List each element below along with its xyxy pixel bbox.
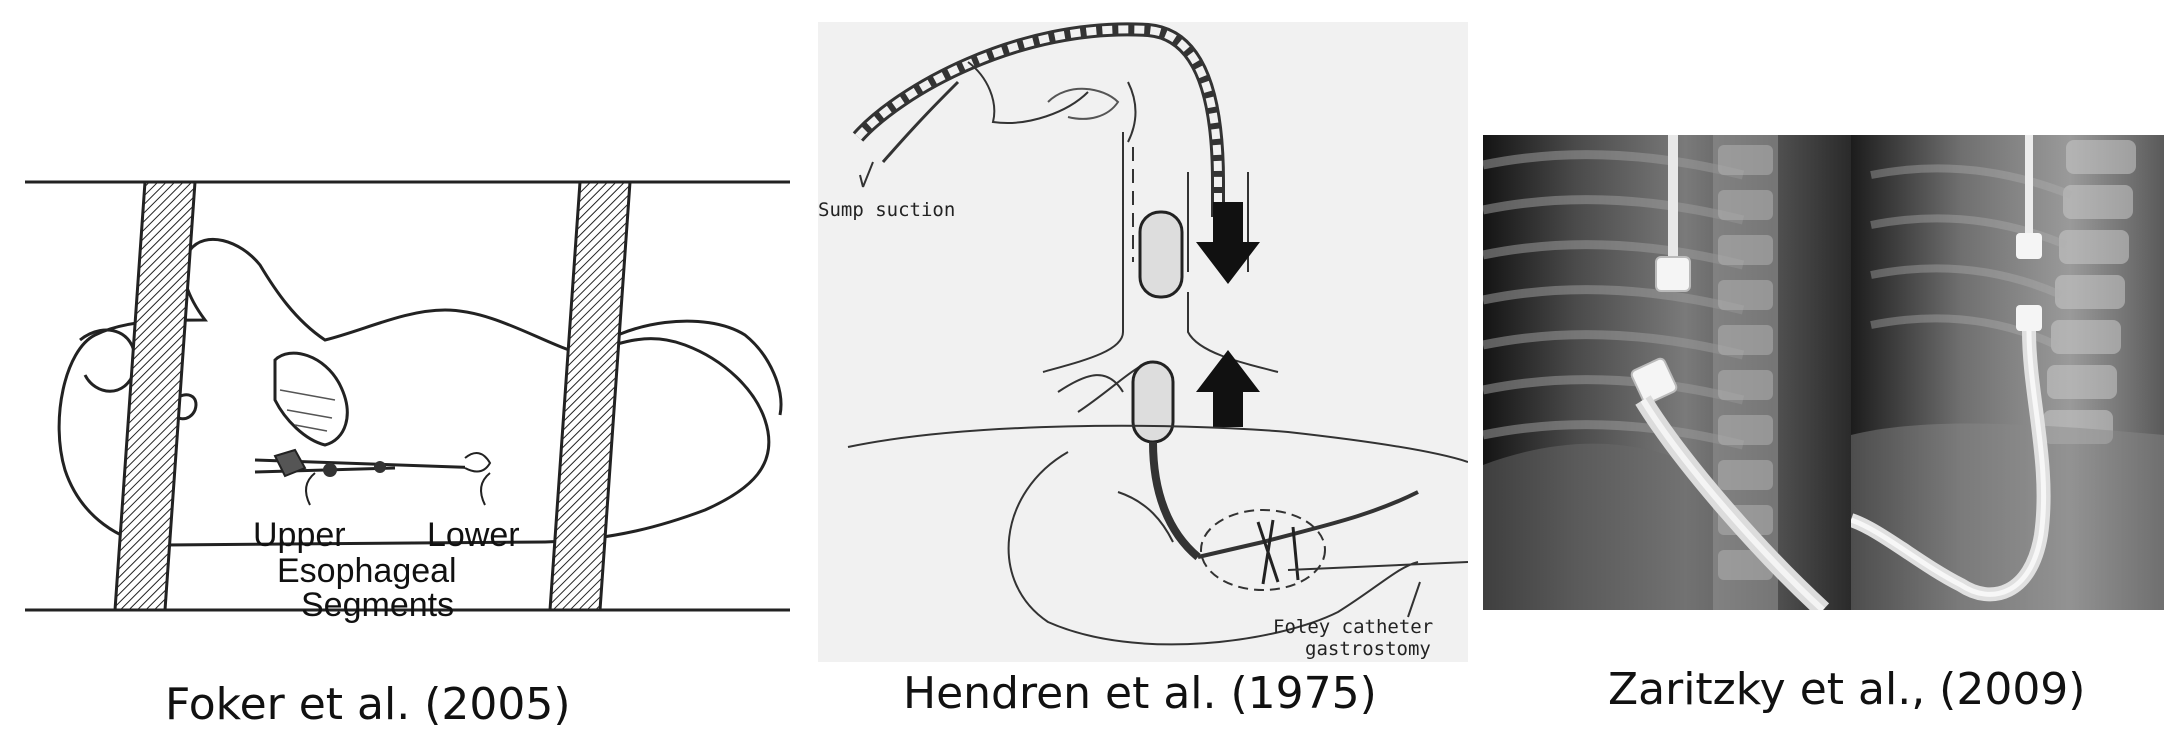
caption-hendren: Hendren et al. (1975) <box>903 672 1377 716</box>
label-sump-suction: Sump suction <box>818 199 955 221</box>
label-esophageal: Esophageal <box>277 552 457 590</box>
zaritzky-xray-right <box>1851 135 2164 610</box>
caption-foker: Foker et al. (2005) <box>165 683 571 727</box>
label-segments: Segments <box>301 586 454 624</box>
caption-zaritzky: Zaritzky et al., (2009) <box>1608 668 2085 712</box>
zaritzky-xray-left <box>1483 135 1851 610</box>
label-gastrostomy: gastrostomy <box>1305 638 1431 660</box>
label-foley-catheter: Foley catheter <box>1273 616 1433 638</box>
hendren-illustration: Sump suction Foley catheter gastrostomy <box>818 22 1468 662</box>
foker-illustration: Upper Lower Esophageal Segments <box>25 170 790 625</box>
label-upper: Upper <box>253 516 346 554</box>
label-lower: Lower <box>427 516 520 554</box>
